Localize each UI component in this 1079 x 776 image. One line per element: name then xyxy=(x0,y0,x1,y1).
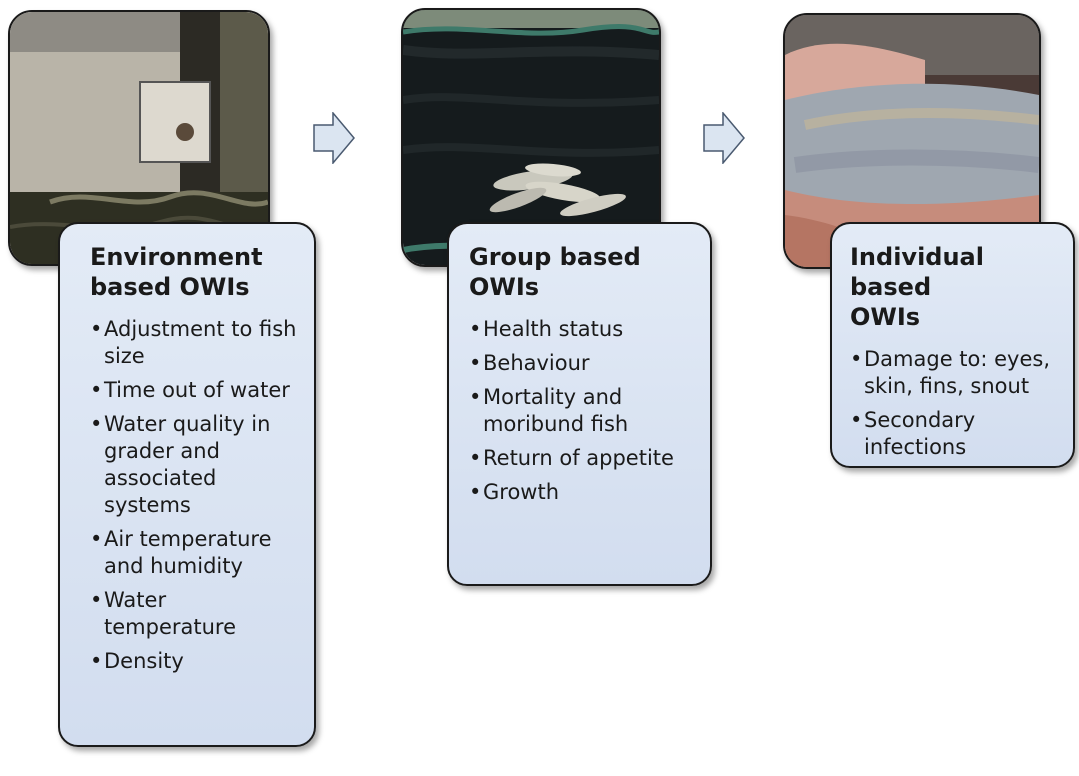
list-item: •Density xyxy=(90,649,184,673)
list-item: •Time out of water xyxy=(90,378,290,402)
environment-list: •Adjustment to fish size •Time out of wa… xyxy=(90,316,302,675)
list-item: •Water quality in grader and associated … xyxy=(90,412,271,517)
list-item: •Return of appetite xyxy=(469,446,674,470)
list-item: •Air temperature and humidity xyxy=(90,527,272,578)
list-item: •Mortality and moribund fish xyxy=(469,385,629,436)
list-item: •Damage to: eyes, skin, fins, snout xyxy=(850,347,1051,398)
individual-list: •Damage to: eyes, skin, fins, snout •Sec… xyxy=(850,346,1065,461)
group-list: •Health status •Behaviour •Mortality and… xyxy=(469,316,698,506)
right-arrow-icon xyxy=(703,112,745,164)
list-item: •Water temperature xyxy=(90,588,236,639)
list-item: •Secondary infections xyxy=(850,408,976,459)
right-arrow-icon xyxy=(313,112,355,164)
grader-machine-photo xyxy=(8,10,270,266)
list-item: •Growth xyxy=(469,480,560,504)
list-item: •Behaviour xyxy=(469,351,590,375)
list-item: •Adjustment to fish size xyxy=(90,317,297,368)
list-item: •Health status xyxy=(469,317,624,341)
